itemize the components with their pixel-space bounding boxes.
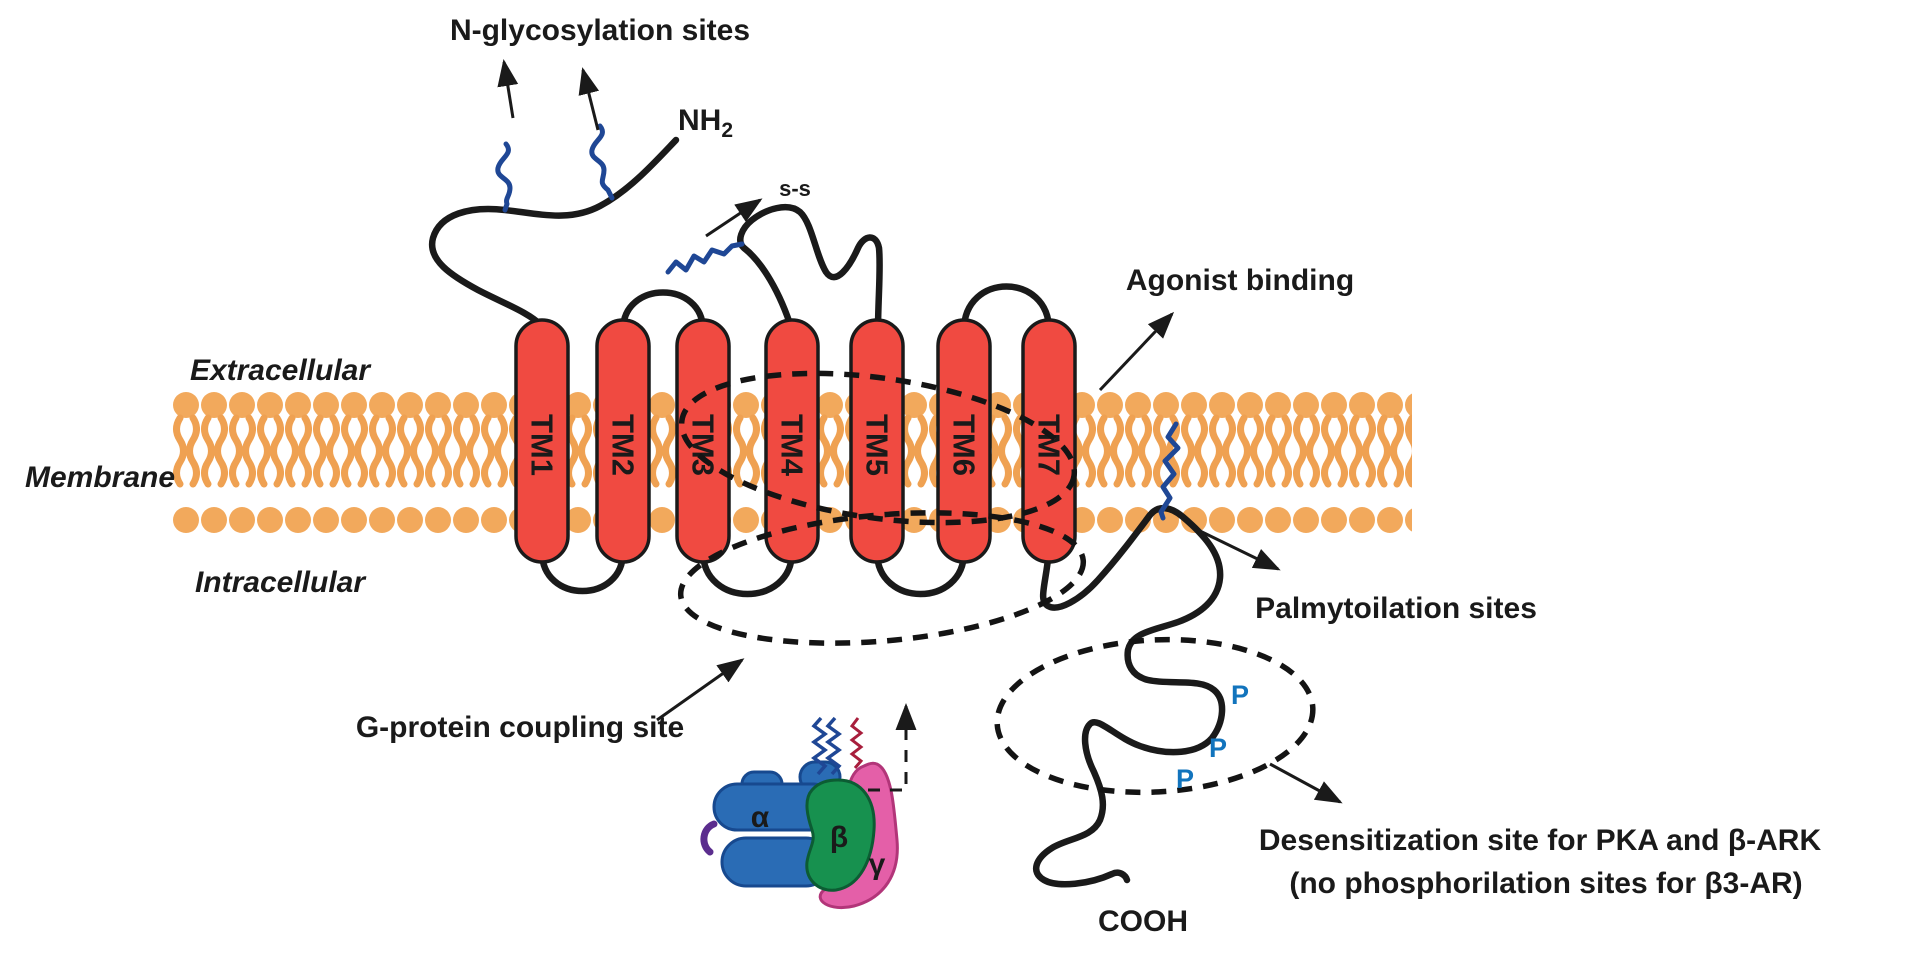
alpha-lipid-anchor-zigzag-2 bbox=[825, 716, 842, 776]
extracellular-loop-3 bbox=[960, 283, 1053, 334]
desensitization-label-line2: (no phosphorilation sites for β3-AR) bbox=[1289, 867, 1802, 900]
intracellular-label: Intracellular bbox=[195, 566, 367, 599]
transmembrane-helices: TM1 TM2 TM3 TM4 TM5 TM6 TM7 bbox=[514, 318, 1077, 564]
agonist-binding-label: Agonist binding bbox=[1126, 264, 1354, 297]
c-terminus-label: COOH bbox=[1098, 905, 1188, 938]
tm2-helix bbox=[595, 318, 651, 564]
intracellular-loop-1 bbox=[538, 548, 627, 595]
extracellular-label: Extracellular bbox=[190, 354, 372, 387]
phosphorylation-p-2: P bbox=[1209, 733, 1227, 763]
alpha-lipid-anchor-zigzag-1 bbox=[811, 716, 828, 776]
extracellular-loop-2 bbox=[737, 203, 883, 334]
tm6-label: TM6 bbox=[947, 414, 982, 476]
c-terminal-tail bbox=[1032, 504, 1226, 888]
alpha-subunit bbox=[712, 760, 842, 888]
tm2-label: TM2 bbox=[606, 414, 641, 476]
g-protein-coupling-label: G-protein coupling site bbox=[356, 711, 684, 744]
tm6-helix bbox=[936, 318, 992, 564]
desensitization-label-line1: Desensitization site for PKA and β-ARK bbox=[1259, 824, 1822, 857]
beta-subunit bbox=[805, 778, 876, 892]
tm4-helix bbox=[764, 318, 820, 564]
purple-accent-arc bbox=[700, 820, 718, 856]
intracellular-loop-3 bbox=[873, 548, 968, 598]
tm3-helix bbox=[675, 318, 731, 564]
alpha-label: α bbox=[751, 801, 770, 834]
nh2-main: NH bbox=[678, 104, 721, 137]
disulfide-bridge bbox=[665, 241, 745, 275]
tm7-label: TM7 bbox=[1032, 414, 1067, 476]
extracellular-loop-1 bbox=[619, 289, 707, 334]
g-protein-dashed-arrow bbox=[868, 703, 917, 792]
desensitization-site-ellipse bbox=[994, 636, 1316, 796]
n-terminus-loop bbox=[428, 136, 680, 330]
g-protein-complex: α β γ bbox=[700, 716, 899, 909]
glycosylation-chain-2 bbox=[589, 123, 615, 201]
tm4-label: TM4 bbox=[775, 414, 810, 477]
nh2-subscript: 2 bbox=[721, 119, 733, 142]
disulfide-label: s-s bbox=[779, 176, 811, 201]
beta-label: β bbox=[830, 821, 848, 854]
glycosylation-arrow-2 bbox=[578, 67, 600, 131]
g-protein-coupling-arrow bbox=[656, 658, 745, 722]
agonist-binding-arrow bbox=[1098, 311, 1175, 392]
phosphorylation-p-1: P bbox=[1231, 680, 1249, 710]
desensitization-arrow bbox=[1269, 762, 1343, 804]
palmitoyl-anchor bbox=[1158, 421, 1181, 521]
palmitoylation-arrow bbox=[1199, 529, 1281, 571]
membrane-label: Membrane bbox=[25, 461, 175, 494]
glycosylation-arrow-1 bbox=[497, 59, 519, 119]
n-terminus-label: NH2 bbox=[678, 104, 733, 142]
phosphorylation-p-3: P bbox=[1176, 764, 1194, 794]
tm5-helix bbox=[849, 318, 905, 564]
gamma-label: γ bbox=[869, 848, 886, 881]
g-protein-coupling-site-ellipse bbox=[677, 510, 1087, 646]
gamma-lipid-anchor-zigzag bbox=[849, 717, 864, 769]
tm1-helix bbox=[514, 318, 570, 564]
n-glycosylation-label: N-glycosylation sites bbox=[450, 14, 750, 47]
tm7-helix bbox=[1021, 318, 1077, 564]
tm5-label: TM5 bbox=[860, 414, 895, 476]
glycosylation-chain-1 bbox=[495, 141, 513, 213]
tm1-label: TM1 bbox=[525, 414, 560, 476]
palmitoylation-label: Palmytoilation sites bbox=[1255, 592, 1537, 625]
intracellular-loop-2 bbox=[699, 548, 796, 598]
disulfide-arrow bbox=[705, 198, 763, 238]
